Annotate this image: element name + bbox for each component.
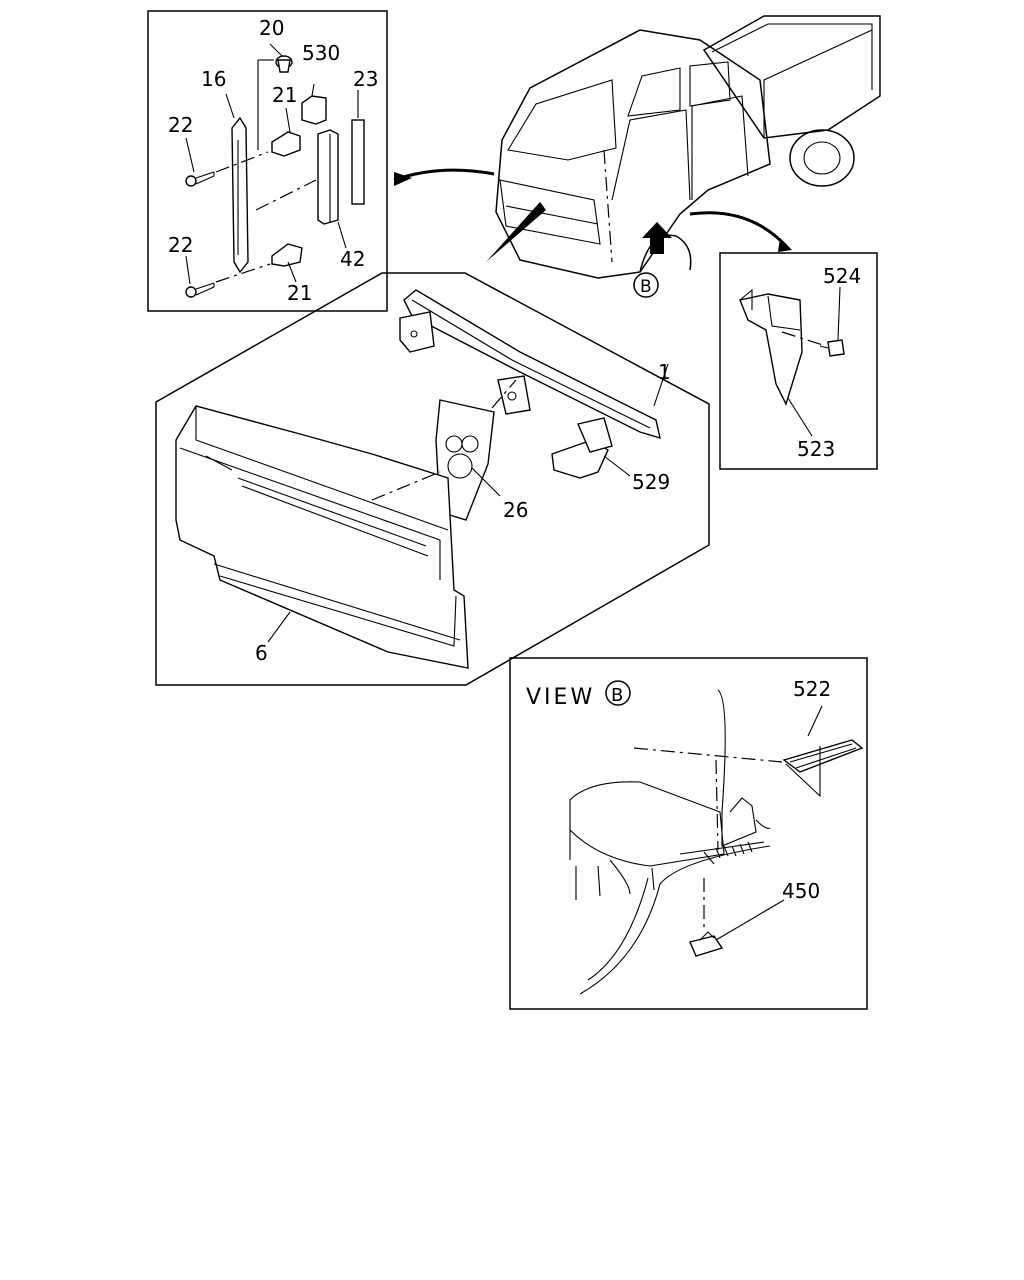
rear-side-window <box>689 61 731 107</box>
stay-26 <box>435 399 495 521</box>
rear-wheel <box>789 129 855 187</box>
part-42 <box>317 129 339 225</box>
view-b-letter: B <box>611 685 623 706</box>
view-b-marker <box>633 272 659 298</box>
view-b-label: VIEW <box>526 685 595 710</box>
grille-panel-6 <box>175 405 469 669</box>
front-grille <box>499 179 601 245</box>
garnish-strip-16 <box>231 116 249 274</box>
callout-530: 530 <box>302 41 340 65</box>
clip-20 <box>275 55 293 73</box>
arrow-view-b <box>642 222 672 254</box>
arrow-to-main-panel <box>486 202 546 262</box>
truck-cab <box>495 29 771 279</box>
callout-16: 16 <box>201 67 226 91</box>
truck-illustration: B <box>393 15 881 298</box>
frame-bracket-center <box>497 375 531 415</box>
view-b-box: VIEW B 522 450 <box>509 657 868 1010</box>
inset-garnish-parts: 20 530 16 23 21 22 22 42 21 <box>147 10 388 312</box>
windshield <box>507 79 617 161</box>
callout-22-upper: 22 <box>168 113 193 137</box>
part-23 <box>351 119 365 205</box>
callout-1: 1 <box>658 360 671 384</box>
bolt-524 <box>819 339 845 357</box>
callout-523: 523 <box>797 437 835 461</box>
callout-524: 524 <box>823 264 861 288</box>
clip-450 <box>689 935 724 957</box>
view-b-marker-letter: B <box>640 277 652 297</box>
bracket-21-lower <box>271 243 303 267</box>
front-wheel <box>639 234 692 273</box>
cargo-bed <box>702 15 881 139</box>
screw-22-upper <box>185 171 215 187</box>
callout-42: 42 <box>340 247 365 271</box>
front-side-window <box>627 67 681 117</box>
inset-frame-topleft <box>147 10 388 312</box>
view-b-frame <box>509 657 868 1010</box>
callout-26: 26 <box>503 498 528 522</box>
callout-21-upper: 21 <box>272 83 297 107</box>
mud-flap-523 <box>739 293 803 406</box>
inset-mudflap-parts: 524 523 <box>719 252 878 470</box>
view-b-circle <box>605 680 631 706</box>
callout-450: 450 <box>782 879 820 903</box>
arrow-to-inset-right <box>689 211 790 250</box>
bracket-21-upper <box>271 131 301 157</box>
callout-20: 20 <box>259 16 284 40</box>
callout-21-lower: 21 <box>287 281 312 305</box>
main-panel-frame <box>155 272 710 686</box>
step-body <box>569 781 725 867</box>
frame-bracket-left <box>399 311 435 353</box>
callout-529: 529 <box>632 470 670 494</box>
main-panel-assembly: 1 529 26 6 <box>155 272 710 686</box>
callout-22-lower: 22 <box>168 233 193 257</box>
part-530 <box>301 95 327 125</box>
inset-frame-right <box>719 252 878 470</box>
step-pad-522 <box>782 739 864 773</box>
callout-522: 522 <box>793 677 831 701</box>
callout-6: 6 <box>255 641 268 665</box>
screw-22-lower <box>185 282 215 298</box>
callout-23: 23 <box>353 67 378 91</box>
